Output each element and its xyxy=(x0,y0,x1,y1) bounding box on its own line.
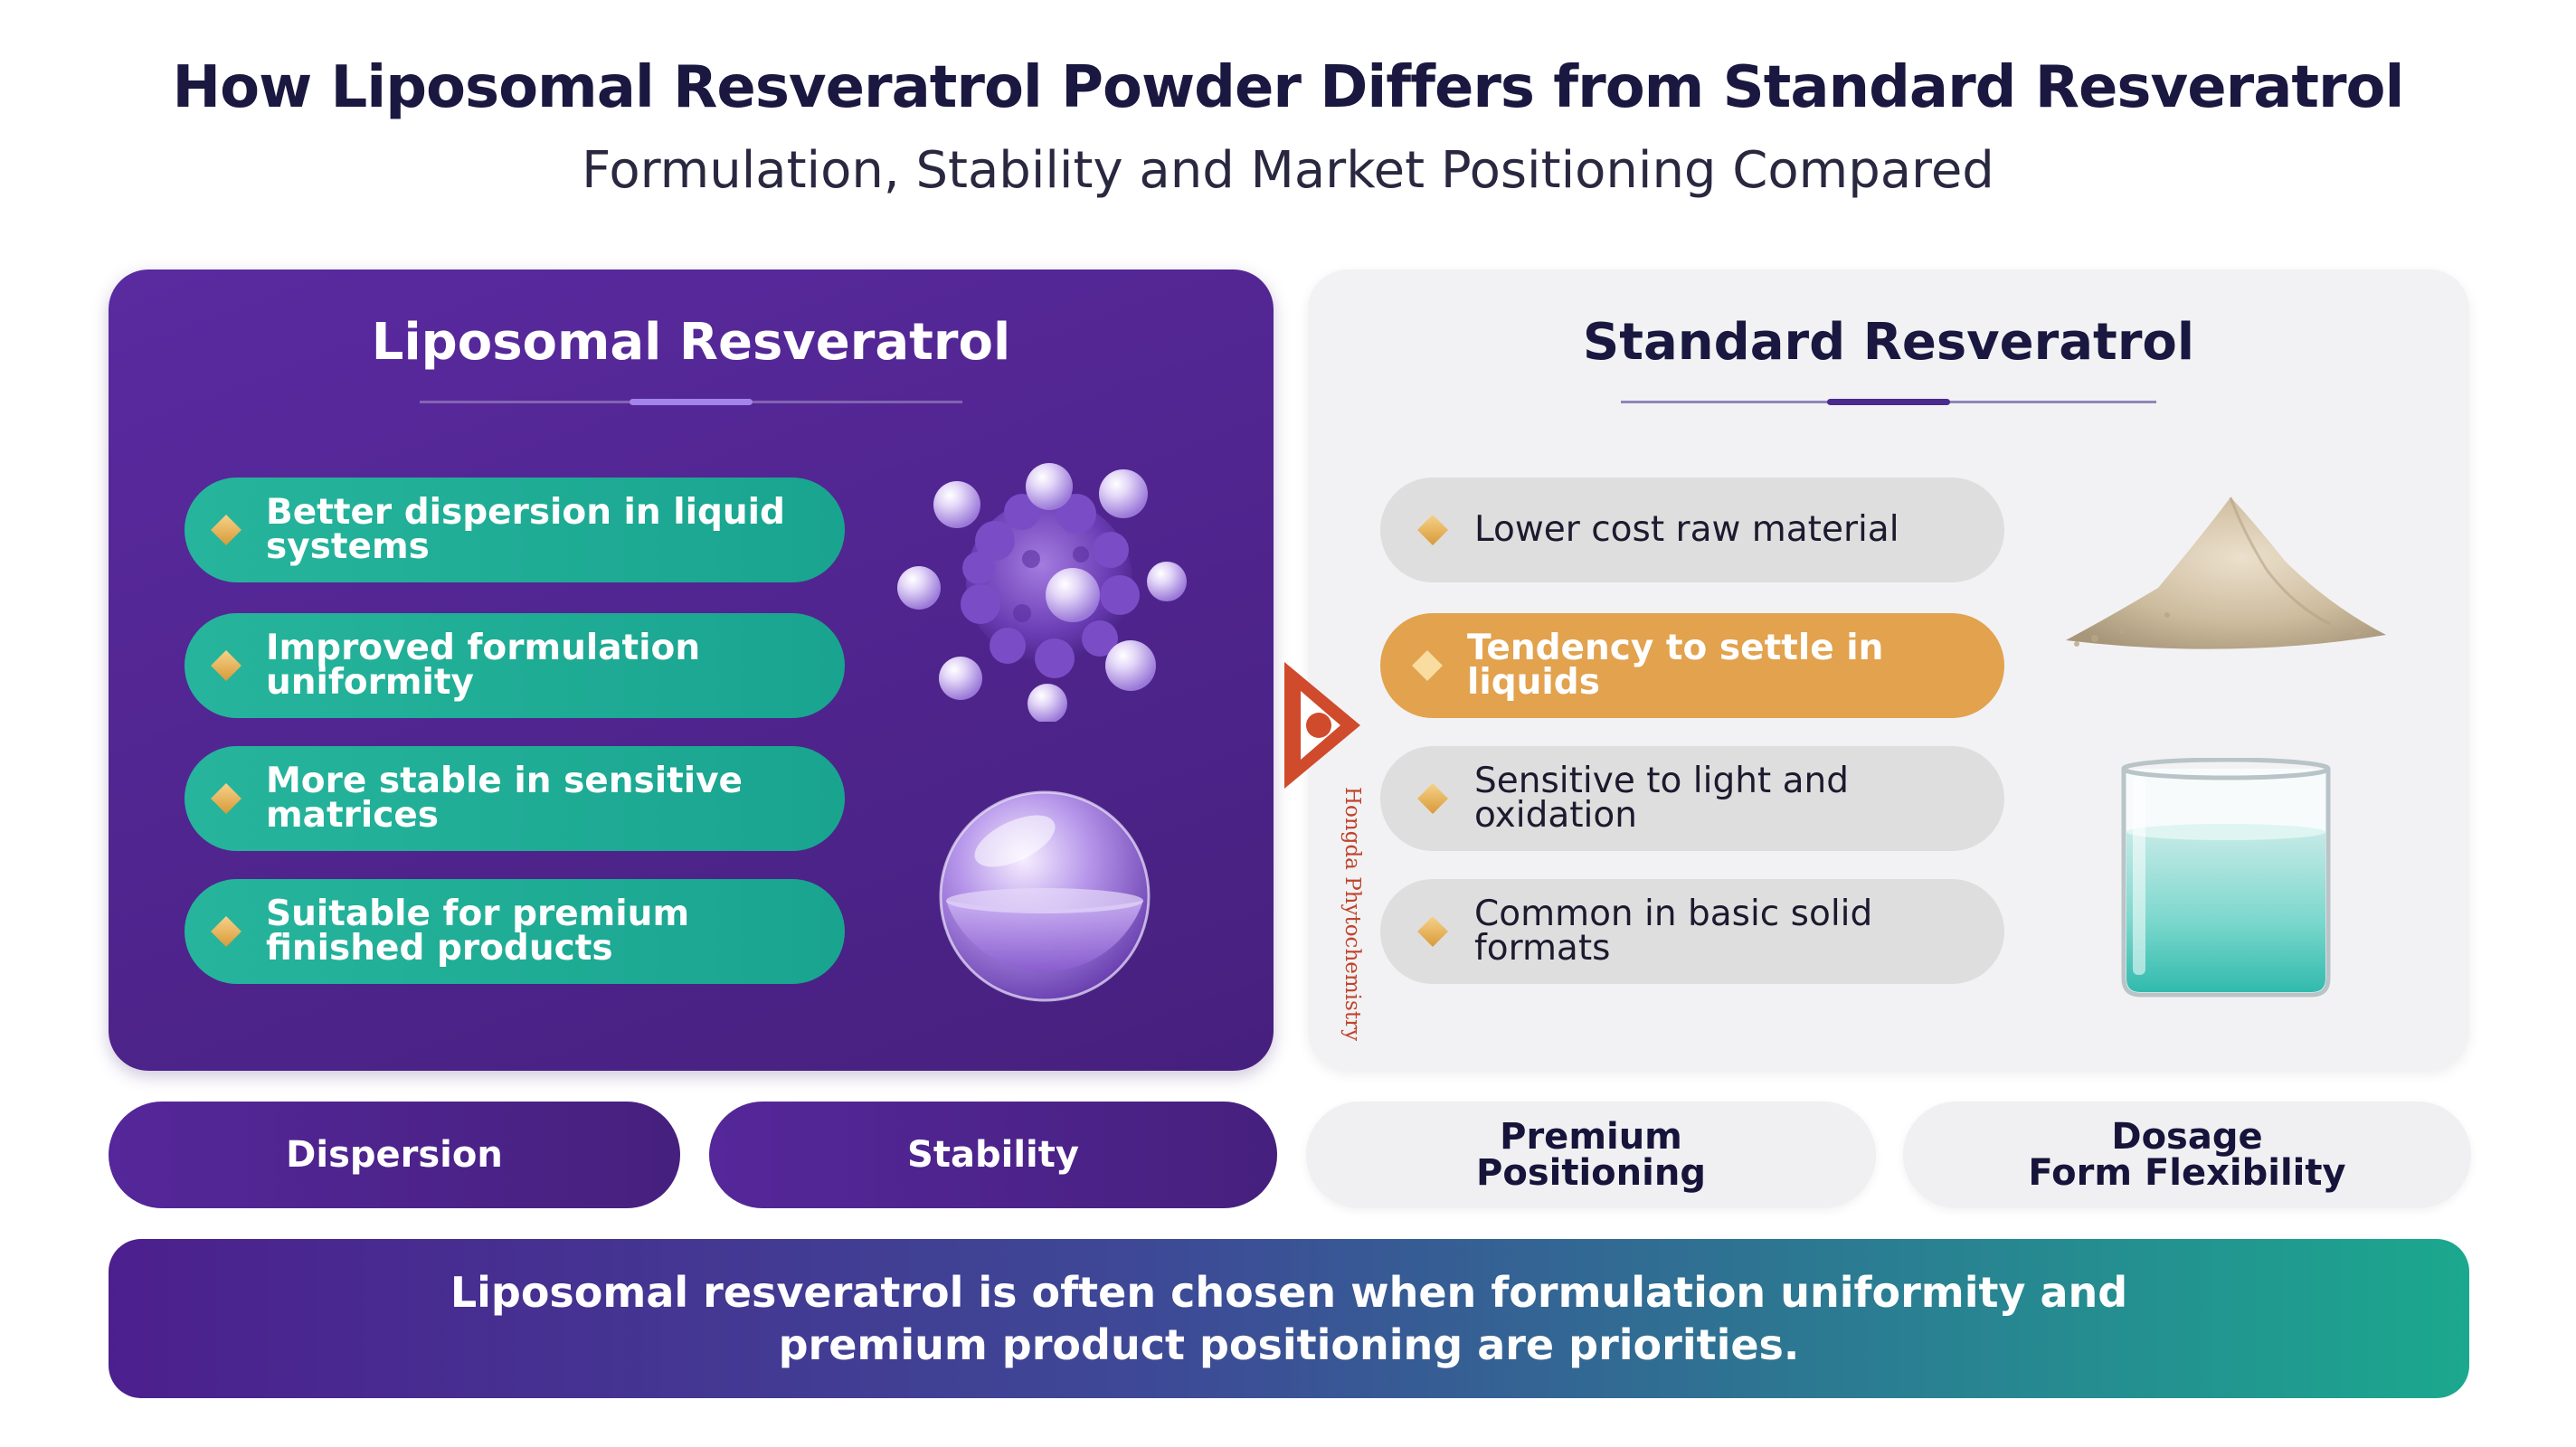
feature-pill-highlighted: Tendency to settle in liquids xyxy=(1380,613,2004,718)
diamond-bullet-icon xyxy=(1417,515,1448,545)
title-divider xyxy=(420,399,962,405)
feature-pill: More stable in sensitive matrices xyxy=(185,746,845,851)
powder-pile-icon xyxy=(2066,497,2386,649)
title-divider xyxy=(1621,399,2156,405)
feature-label: More stable in sensitive matrices xyxy=(266,761,743,836)
diamond-bullet-icon xyxy=(1412,650,1443,681)
summary-banner: Liposomal resveratrol is often chosen wh… xyxy=(109,1239,2469,1398)
feature-pill: Improved formulation uniformity xyxy=(185,613,845,718)
feature-pill: Better dispersion in liquid systems xyxy=(185,478,845,582)
logo-icon xyxy=(1284,662,1360,789)
feature-pill: Lower cost raw material xyxy=(1380,478,2004,582)
feature-label: Suitable for premium finished products xyxy=(266,894,690,969)
feature-pill: Sensitive to light and oxidation xyxy=(1380,746,2004,851)
standard-panel: Standard Resveratrol Lower cost raw mate… xyxy=(1308,270,2469,1071)
diamond-bullet-icon xyxy=(211,515,242,545)
feature-label: Tendency to settle in liquids xyxy=(1467,628,1884,703)
feature-pill: Common in basic solid formats xyxy=(1380,879,2004,984)
tab-label: Dispersion xyxy=(286,1134,503,1176)
diamond-bullet-icon xyxy=(211,916,242,947)
title-divider-accent xyxy=(630,399,753,405)
feature-label: Improved formulation uniformity xyxy=(266,628,701,703)
feature-pill: Suitable for premium finished products xyxy=(185,879,845,984)
tab-label: Stability xyxy=(907,1134,1079,1176)
liposomal-panel-title: Liposomal Resveratrol xyxy=(371,313,1011,372)
diamond-bullet-icon xyxy=(1417,916,1448,947)
tab-label: Premium Positioning xyxy=(1476,1116,1706,1194)
header: How Liposomal Resveratrol Powder Differs… xyxy=(0,54,2576,200)
watermark-text: Hongda Phytochemistry xyxy=(1340,787,1364,1042)
tab-premium-positioning: Premium Positioning xyxy=(1306,1102,1876,1208)
diamond-bullet-icon xyxy=(1417,783,1448,814)
summary-text: Liposomal resveratrol is often chosen wh… xyxy=(450,1268,2128,1369)
diamond-bullet-icon xyxy=(211,783,242,814)
beaker-icon xyxy=(2121,758,2331,998)
feature-label: Common in basic solid formats xyxy=(1474,894,1873,969)
page-subtitle: Formulation, Stability and Market Positi… xyxy=(582,141,1994,200)
feature-label: Better dispersion in liquid systems xyxy=(266,492,785,567)
feature-label: Sensitive to light and oxidation xyxy=(1474,761,1849,836)
tab-dispersion: Dispersion xyxy=(109,1102,680,1208)
liposome-cluster-icon xyxy=(897,463,1187,722)
diamond-bullet-icon xyxy=(211,650,242,681)
title-divider-accent xyxy=(1827,399,1950,405)
feature-label: Lower cost raw material xyxy=(1474,509,1899,550)
page-title: How Liposomal Resveratrol Powder Differs… xyxy=(172,54,2405,121)
tab-dosage-form-flexibility: Dosage Form Flexibility xyxy=(1903,1102,2471,1208)
sphere-icon xyxy=(939,790,1151,1002)
liposomal-panel: Liposomal Resveratrol Better dispersion … xyxy=(109,270,1274,1071)
tab-stability: Stability xyxy=(709,1102,1277,1208)
standard-panel-title: Standard Resveratrol xyxy=(1582,313,2195,372)
tab-label: Dosage Form Flexibility xyxy=(2028,1116,2346,1194)
